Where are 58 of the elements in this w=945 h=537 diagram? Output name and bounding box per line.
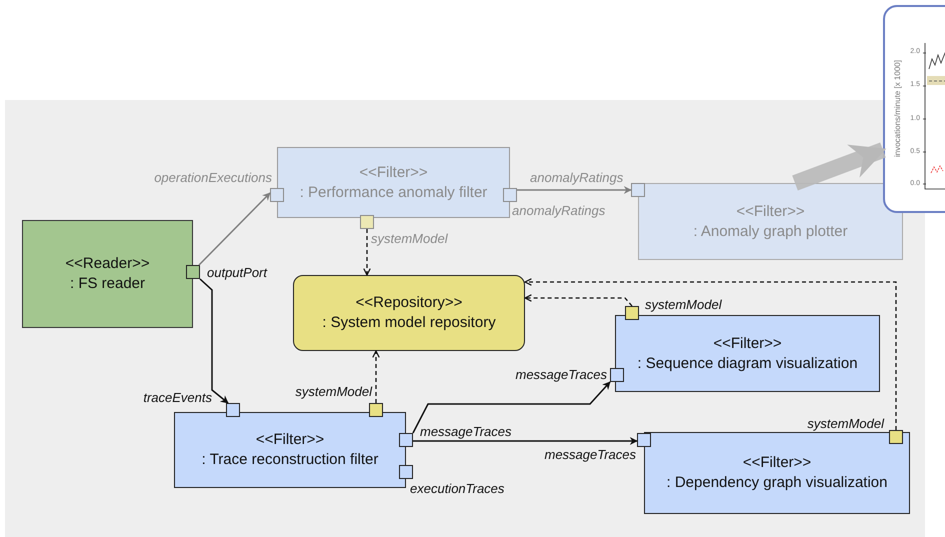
port-label: anomalyRatings xyxy=(530,170,624,185)
component-name: : FS reader xyxy=(70,274,146,294)
port-label: systemModel xyxy=(645,297,722,312)
port-square xyxy=(399,465,413,479)
port-label: anomalyRatings xyxy=(512,203,606,218)
component-box xyxy=(22,220,193,328)
port-square xyxy=(637,433,651,447)
port-square xyxy=(360,215,374,229)
component-box xyxy=(277,147,510,218)
component-name: : Anomaly graph plotter xyxy=(693,222,848,242)
port-square xyxy=(186,265,200,279)
stereotype-label: <<Repository>> xyxy=(356,293,462,313)
component-box xyxy=(174,412,406,488)
component-name: : Performance anomaly filter xyxy=(300,182,488,202)
port-square xyxy=(399,433,413,447)
component-name: : Sequence diagram visualization xyxy=(637,354,858,374)
port-label: messageTraces xyxy=(544,447,636,462)
axis-title: invocations/minute [x 1000] xyxy=(893,60,902,157)
port-label: executionTraces xyxy=(410,481,504,496)
arrow xyxy=(517,186,632,194)
arrow xyxy=(198,192,271,266)
component-box xyxy=(644,432,910,514)
component-name: : Trace reconstruction filter xyxy=(202,450,378,470)
arrow xyxy=(412,381,611,434)
arrow xyxy=(200,278,229,404)
port-label: outputPort xyxy=(207,265,267,280)
port-label: traceEvents xyxy=(143,390,212,405)
component-name: : Dependency graph visualization xyxy=(666,473,888,493)
port-label: systemModel xyxy=(807,416,884,431)
dashed-arrow xyxy=(372,350,380,403)
component-box xyxy=(615,315,880,392)
port-label: systemModel xyxy=(371,231,448,246)
stereotype-label: <<Filter>> xyxy=(359,162,428,182)
dashed-arrow xyxy=(363,229,371,276)
port-square xyxy=(625,306,639,320)
port-square xyxy=(270,188,284,202)
repository-box xyxy=(293,275,525,351)
port-square xyxy=(369,403,383,417)
port-square xyxy=(610,368,624,382)
port-label: operationExecutions xyxy=(154,170,272,185)
port-square xyxy=(631,183,645,197)
stereotype-label: <<Filter>> xyxy=(742,453,812,473)
port-square xyxy=(889,430,903,444)
arrow xyxy=(413,437,638,445)
port-square xyxy=(503,188,517,202)
component-name: : System model repository xyxy=(322,313,496,333)
component-box xyxy=(638,183,903,260)
port-label: messageTraces xyxy=(420,424,512,439)
large-arrow xyxy=(792,142,886,190)
port-square xyxy=(226,403,240,417)
stereotype-label: <<Filter>> xyxy=(736,202,805,222)
stereotype-label: <<Reader>> xyxy=(65,254,150,274)
stereotype-label: <<Filter>> xyxy=(713,334,782,354)
port-label: messageTraces xyxy=(515,367,607,382)
dashed-arrow xyxy=(524,294,632,306)
dashed-arrow xyxy=(524,278,897,430)
port-label: systemModel xyxy=(295,384,372,399)
stereotype-label: <<Filter>> xyxy=(256,430,324,450)
